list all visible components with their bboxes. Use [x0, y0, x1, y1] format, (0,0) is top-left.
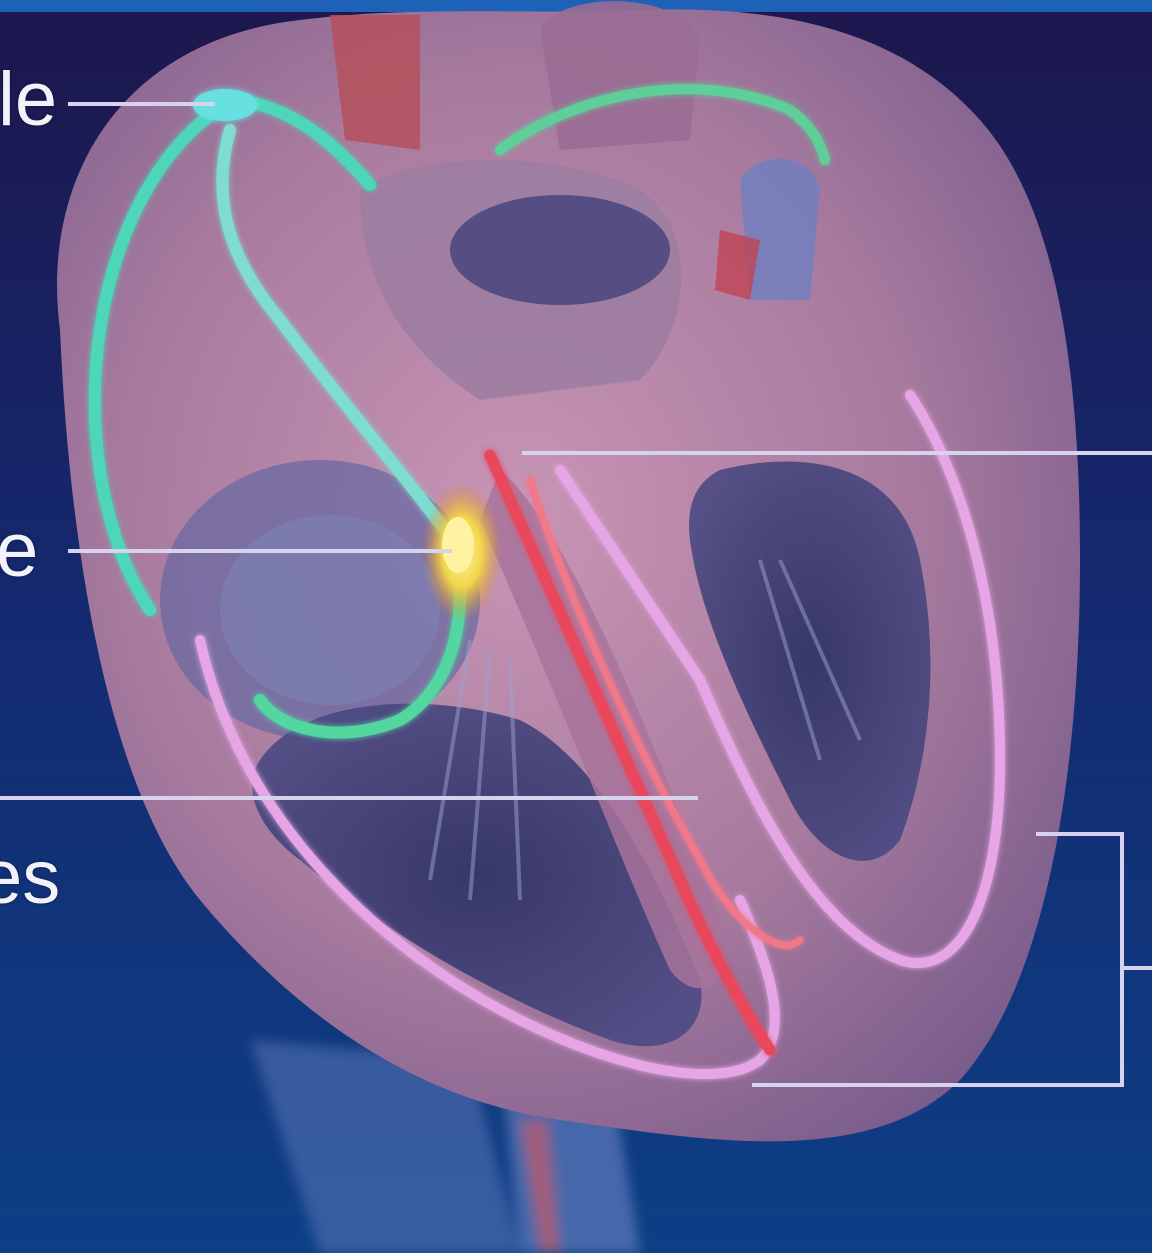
ventricles-label: es [0, 840, 60, 916]
sinoatrial-node-label: le [0, 62, 57, 138]
av-node-label: e [0, 513, 38, 589]
